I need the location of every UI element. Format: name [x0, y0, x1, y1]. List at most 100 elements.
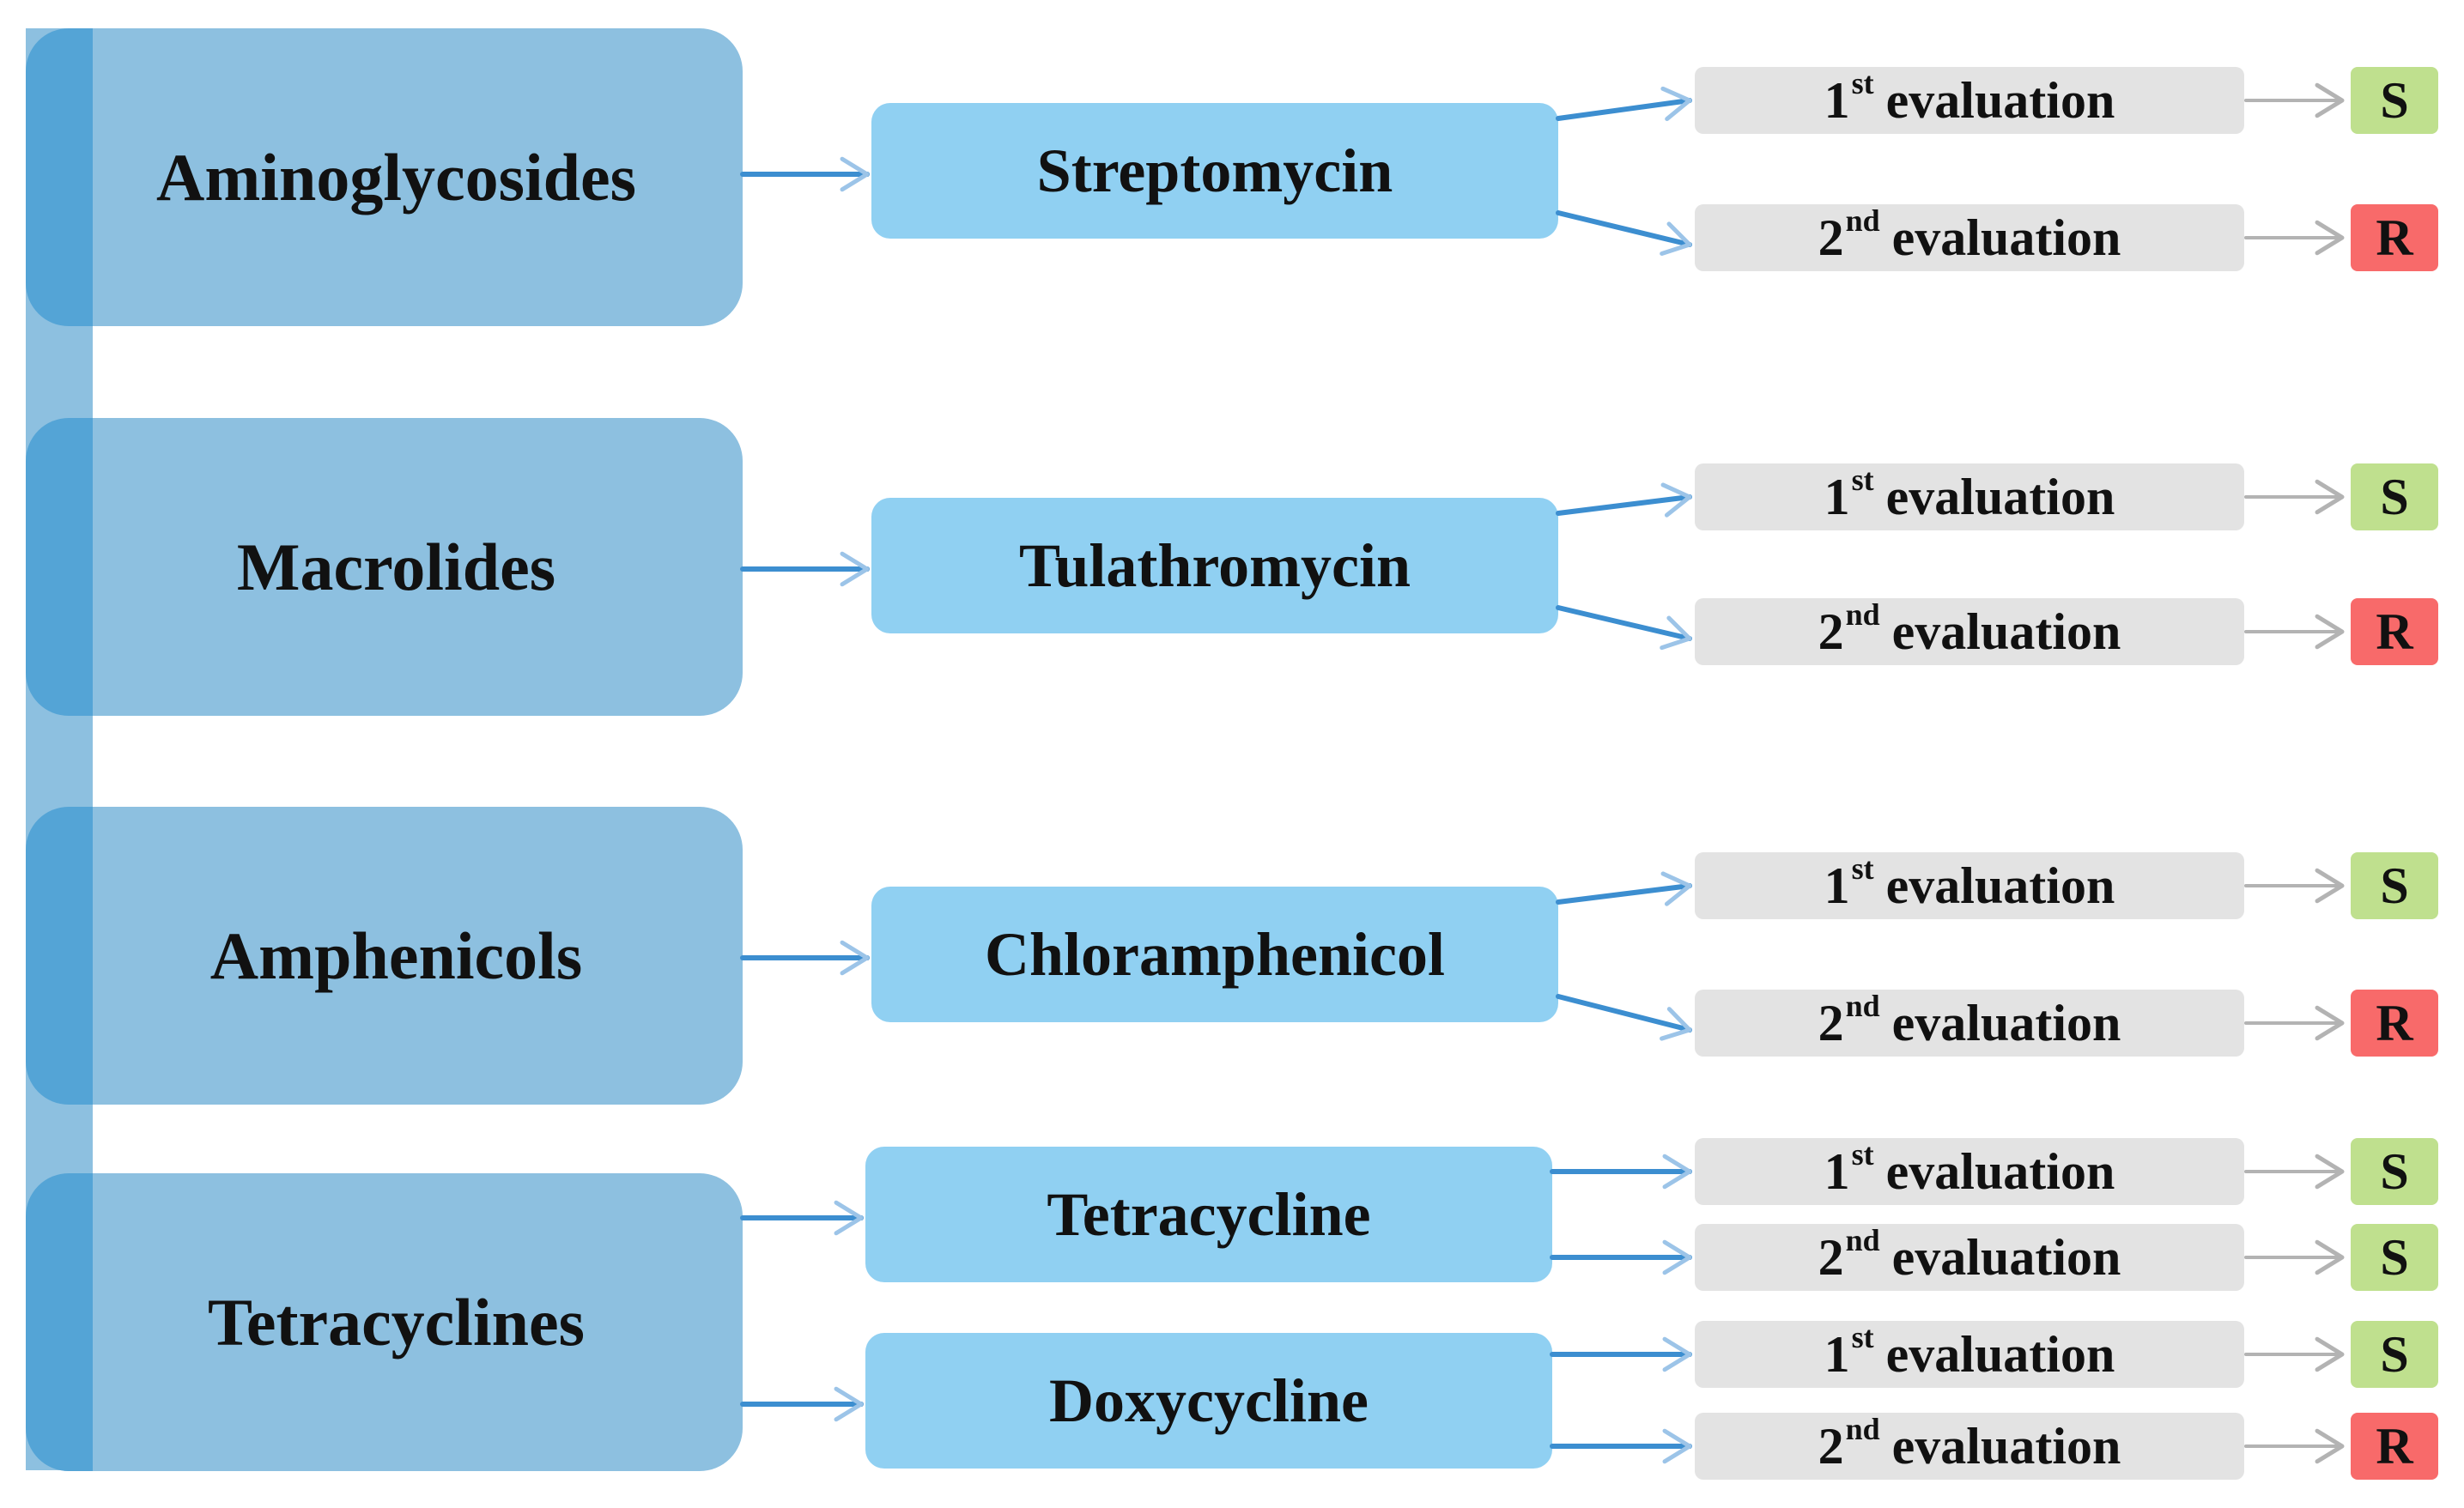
evaluation-text: evaluation	[1891, 1228, 2121, 1286]
result-badge-susceptible: S	[2351, 1321, 2438, 1388]
class-box-edge	[26, 418, 93, 716]
ordinal-suffix: nd	[1845, 988, 1880, 1023]
evaluation-to-result-arrow	[2244, 479, 2345, 515]
drug-to-evaluation-arrow	[1556, 871, 1692, 906]
ordinal-suffix: nd	[1845, 203, 1880, 238]
drug-box-doxycycline: Doxycycline	[865, 1333, 1552, 1469]
ordinal-number: 1	[1824, 468, 1850, 525]
evaluation-text: evaluation	[1885, 1325, 2115, 1383]
result-badge-susceptible: S	[2351, 1224, 2438, 1291]
ordinal-suffix: nd	[1845, 597, 1880, 632]
class-to-drug-arrow	[740, 1386, 864, 1422]
ordinal-suffix: st	[1851, 1319, 1874, 1354]
class-box-edge	[26, 28, 93, 326]
evaluation-text: evaluation	[1885, 468, 2115, 525]
evaluation-to-result-arrow	[2244, 1336, 2345, 1372]
class-box-macrolides: Macrolides	[26, 418, 743, 716]
evaluation-text: evaluation	[1885, 1142, 2115, 1200]
drug-box-streptomycin: Streptomycin	[871, 103, 1558, 239]
class-box-edge	[26, 807, 93, 1105]
evaluation-to-result-arrow	[2244, 868, 2345, 904]
evaluation-to-result-arrow	[2244, 220, 2345, 256]
ordinal-suffix: st	[1851, 462, 1874, 497]
class-to-drug-arrow	[740, 1200, 864, 1236]
drug-to-evaluation-arrow	[1556, 994, 1692, 1041]
ordinal-number: 1	[1824, 71, 1850, 129]
drug-to-evaluation-arrow	[1550, 1154, 1692, 1190]
class-box-aminoglycosides: Aminoglycosides	[26, 28, 743, 326]
ordinal-suffix: st	[1851, 1136, 1874, 1172]
evaluation-to-result-arrow	[2244, 82, 2345, 118]
evaluation-text: evaluation	[1885, 71, 2115, 129]
drug-box-tulathromycin: Tulathromycin	[871, 498, 1558, 633]
evaluation-to-result-arrow	[2244, 1239, 2345, 1275]
result-badge-susceptible: S	[2351, 67, 2438, 134]
evaluation-to-result-arrow	[2244, 1428, 2345, 1464]
ordinal-suffix: nd	[1845, 1222, 1880, 1257]
evaluation-text: evaluation	[1891, 209, 2121, 266]
class-to-drug-arrow	[740, 940, 870, 976]
evaluation-to-result-arrow	[2244, 1005, 2345, 1041]
class-to-drug-arrow	[740, 551, 870, 587]
ordinal-suffix: st	[1851, 851, 1874, 886]
result-badge-resistant: R	[2351, 990, 2438, 1057]
result-badge-resistant: R	[2351, 204, 2438, 271]
drug-box-tetracycline: Tetracycline	[865, 1147, 1552, 1282]
evaluation-text: evaluation	[1885, 857, 2115, 914]
evaluation-text: evaluation	[1891, 603, 2121, 660]
drug-to-evaluation-arrow	[1556, 605, 1692, 651]
ordinal-suffix: nd	[1845, 1411, 1880, 1446]
class-label: Macrolides	[236, 529, 556, 604]
result-badge-susceptible: S	[2351, 852, 2438, 919]
drug-to-evaluation-arrow	[1556, 210, 1692, 256]
drug-box-chloramphenicol: Chloramphenicol	[871, 887, 1558, 1022]
class-box-amphenicols: Amphenicols	[26, 807, 743, 1105]
evaluation-text: evaluation	[1891, 994, 2121, 1051]
class-label: Tetracyclines	[207, 1284, 586, 1360]
class-box-edge	[26, 1173, 93, 1471]
ordinal-suffix: st	[1851, 65, 1874, 100]
evaluation-text: evaluation	[1891, 1417, 2121, 1475]
drug-to-evaluation-arrow	[1550, 1336, 1692, 1372]
ordinal-number: 1	[1824, 1325, 1850, 1383]
result-badge-resistant: R	[2351, 598, 2438, 665]
drug-to-evaluation-arrow	[1556, 482, 1692, 518]
result-badge-resistant: R	[2351, 1413, 2438, 1480]
result-badge-susceptible: S	[2351, 463, 2438, 530]
class-label: Amphenicols	[209, 918, 583, 993]
evaluation-to-result-arrow	[2244, 1154, 2345, 1190]
result-badge-susceptible: S	[2351, 1138, 2438, 1205]
ordinal-number: 2	[1818, 994, 1844, 1051]
drug-to-evaluation-arrow	[1550, 1239, 1692, 1275]
ordinal-number: 1	[1824, 1142, 1850, 1200]
ordinal-number: 2	[1818, 209, 1844, 266]
drug-to-evaluation-arrow	[1556, 86, 1692, 122]
ordinal-number: 2	[1818, 1228, 1844, 1286]
evaluation-to-result-arrow	[2244, 614, 2345, 650]
class-box-tetracyclines: Tetracyclines	[26, 1173, 743, 1471]
class-to-drug-arrow	[740, 156, 870, 192]
ordinal-number: 1	[1824, 857, 1850, 914]
drug-to-evaluation-arrow	[1550, 1428, 1692, 1464]
ordinal-number: 2	[1818, 603, 1844, 660]
class-label: Aminoglycosides	[155, 139, 637, 215]
